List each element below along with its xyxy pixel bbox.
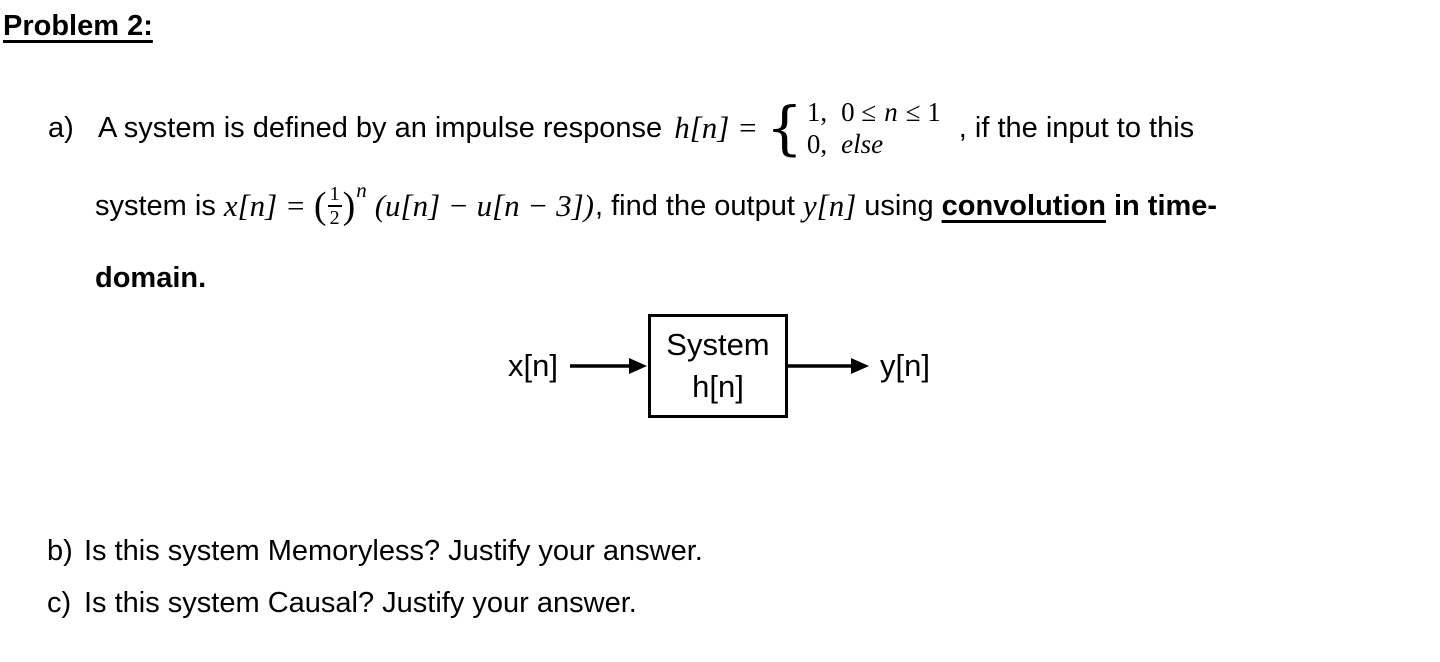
part-a-intro-text: A system is defined by an impulse respon… bbox=[98, 111, 663, 144]
diagram-output-label: y[n] bbox=[879, 348, 930, 383]
part-b-line: b) Is this system Memoryless? Justify yo… bbox=[47, 535, 703, 568]
row1-cond-var: n bbox=[884, 96, 898, 127]
right-arrow-icon bbox=[569, 358, 647, 374]
fraction-denominator: 2 bbox=[327, 204, 342, 229]
open-paren: ( bbox=[313, 185, 327, 227]
one-half-power-n: ( 1 2 ) n bbox=[313, 178, 367, 229]
system-box-impulse-label: h[n] bbox=[692, 369, 744, 404]
line2-mid-text: , find the output bbox=[594, 189, 795, 222]
part-b-label: b) bbox=[47, 535, 73, 567]
part-a-after-formula-text: , if the input to this bbox=[958, 111, 1195, 144]
piecewise-row-2: 0, else bbox=[806, 128, 941, 159]
piecewise-definition: { 1, 0 ≤ n ≤ 1 0, else bbox=[766, 97, 941, 159]
row1-cond-pre: 0 ≤ bbox=[841, 96, 877, 127]
piecewise-rows: 1, 0 ≤ n ≤ 1 0, else bbox=[806, 96, 941, 159]
part-c-label: c) bbox=[47, 587, 72, 619]
close-paren: ) bbox=[342, 185, 356, 227]
y-output-term: y[n] bbox=[802, 188, 857, 223]
exponent-n: n bbox=[356, 177, 367, 202]
row1-value: 1, bbox=[806, 96, 828, 127]
part-a-label: a) bbox=[48, 111, 74, 144]
fraction-one-over-two: 1 2 bbox=[327, 182, 342, 229]
system-box-title: System bbox=[666, 327, 770, 362]
line2-before-text: system is bbox=[95, 189, 216, 222]
u-terms-expression: (u[n] − u[n − 3]) bbox=[374, 188, 594, 223]
right-arrow-icon bbox=[787, 358, 869, 374]
row2-cond: else bbox=[841, 128, 884, 159]
part-a-line-3: domain. bbox=[95, 262, 207, 294]
row1-cond-post: ≤ 1 bbox=[905, 96, 941, 127]
line2-using-text: using bbox=[864, 189, 934, 222]
system-box: System h[n] bbox=[647, 314, 788, 418]
fraction-numerator: 1 bbox=[329, 182, 340, 205]
left-brace-glyph: { bbox=[765, 94, 803, 162]
x-formula-lhs: x[n] = bbox=[223, 188, 306, 223]
part-a-line-2: system is x[n] = ( 1 2 ) n (u[n] − u[n −… bbox=[95, 178, 1217, 234]
part-c-line: c) Is this system Causal? Justify your a… bbox=[47, 587, 637, 620]
part-a-line-1: a) A system is defined by an impulse res… bbox=[48, 88, 1194, 168]
convolution-emphasis: convolution bbox=[941, 189, 1106, 222]
piecewise-row-1: 1, 0 ≤ n ≤ 1 bbox=[806, 96, 941, 127]
part-c-text: Is this system Causal? Justify your answ… bbox=[84, 587, 637, 619]
system-block-diagram: x[n] System h[n] y[n] bbox=[508, 314, 930, 418]
part-b-text: Is this system Memoryless? Justify your … bbox=[84, 535, 703, 567]
h-formula-lhs: h[n] = bbox=[674, 110, 758, 145]
problem-title: Problem 2: bbox=[3, 10, 153, 42]
row2-value: 0, bbox=[806, 128, 828, 159]
diagram-input-label: x[n] bbox=[508, 348, 558, 383]
line2-bold-tail: in time- bbox=[1113, 189, 1218, 222]
